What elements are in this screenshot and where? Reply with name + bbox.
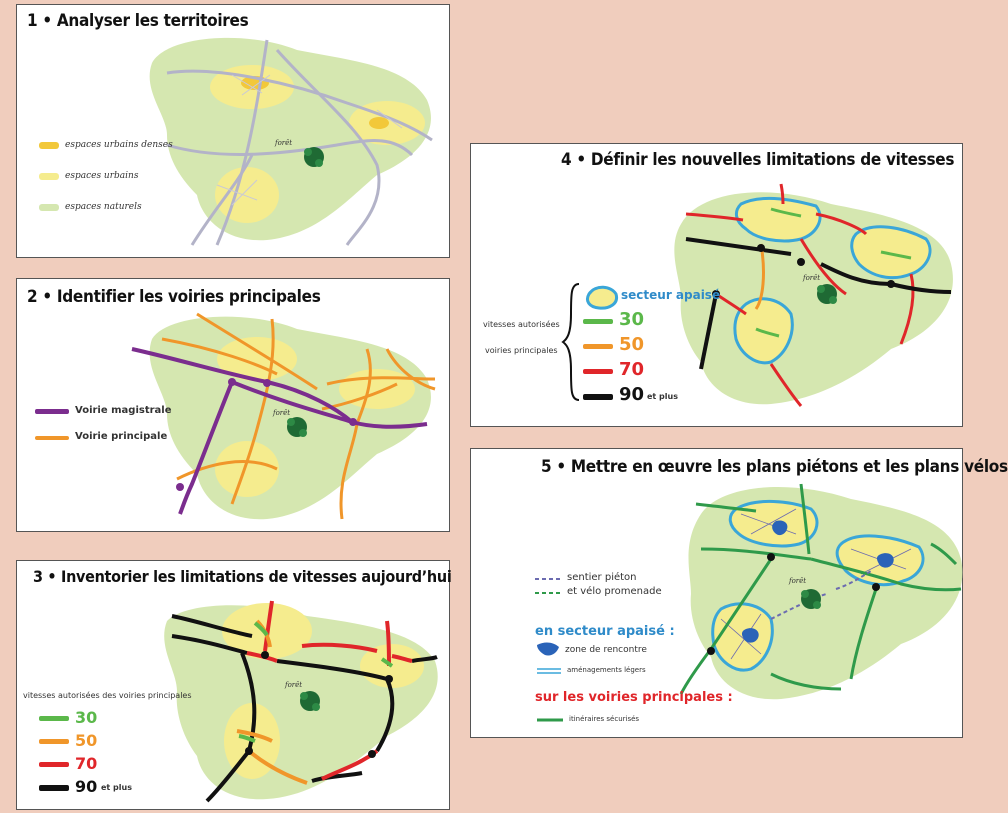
map-vitesses-actuelles <box>39 600 438 803</box>
panel-title: 4 • Définir les nouvelles limitations de… <box>561 150 955 170</box>
panel-inventorier-vitesses: 3 • Inventorier les limitations de vites… <box>16 560 452 810</box>
town-label: forêt <box>285 681 303 689</box>
panel-analyse-territoires: 1 • Analyser les territoires espaces urb… <box>16 4 450 258</box>
panel-identifier-voiries: 2 • Identifier les voiries principales V… <box>16 278 450 532</box>
town-label: forêt <box>273 409 291 417</box>
legend-magistrale: Voirie magistrale <box>75 405 172 416</box>
panel-title: 2 • Identifier les voiries principales <box>27 287 321 307</box>
legend-secure-routes: itinéraires sécurisés <box>569 715 640 723</box>
town-label: forêt <box>275 139 293 147</box>
heading-main-roads: sur les voiries principales : <box>535 690 733 705</box>
legend-pedestrian-path: sentier piéton <box>567 572 637 583</box>
legend-natural: espaces naturels <box>65 202 142 212</box>
legend-dense-urban: espaces urbains denses <box>65 140 173 150</box>
map-territoires <box>39 37 433 246</box>
legend-urban: espaces urbains <box>65 171 139 181</box>
town-label: forêt <box>789 577 807 585</box>
legend-meeting-zone: zone de rencontre <box>565 645 647 655</box>
speed-suffix: et plus <box>101 783 132 792</box>
map-nouvelles-vitesses <box>561 183 953 407</box>
speeds-heading: vitesses autorisées des voiries principa… <box>23 691 192 700</box>
zone-label: secteur apaisé <box>621 288 721 302</box>
panel-plans-pietons-velos: 5 • Mettre en œuvre les plans piétons et… <box>470 448 1008 738</box>
speed-90: 90 <box>75 777 98 796</box>
town-label: forêt <box>803 274 821 282</box>
speed-30: 30 <box>75 708 98 727</box>
legend-principale: Voirie principale <box>75 431 168 442</box>
speed-suffix: et plus <box>647 392 678 401</box>
legend-light-works: aménagements légers <box>567 666 646 674</box>
map-plans-mobilite <box>535 483 963 722</box>
panel-nouvelles-limitations: 4 • Définir les nouvelles limitations de… <box>470 143 963 427</box>
heading-calm-zone: en secteur apaisé : <box>535 624 675 639</box>
panel-title: 3 • Inventorier les limitations de vites… <box>33 567 452 586</box>
map-voiries <box>35 312 436 520</box>
speed-70: 70 <box>619 359 645 380</box>
side-label-roads: voiries principales <box>485 346 558 355</box>
speed-50: 50 <box>75 731 98 750</box>
panel-title: 5 • Mettre en œuvre les plans piétons et… <box>541 457 1008 477</box>
speed-50: 50 <box>619 334 645 355</box>
speed-70: 70 <box>75 754 98 773</box>
side-label-speeds: vitesses autorisées <box>483 320 560 329</box>
speed-30: 30 <box>619 309 645 330</box>
panel-title: 1 • Analyser les territoires <box>27 11 249 31</box>
legend-bike-path: et vélo promenade <box>567 586 662 597</box>
speed-90: 90 <box>619 384 645 405</box>
